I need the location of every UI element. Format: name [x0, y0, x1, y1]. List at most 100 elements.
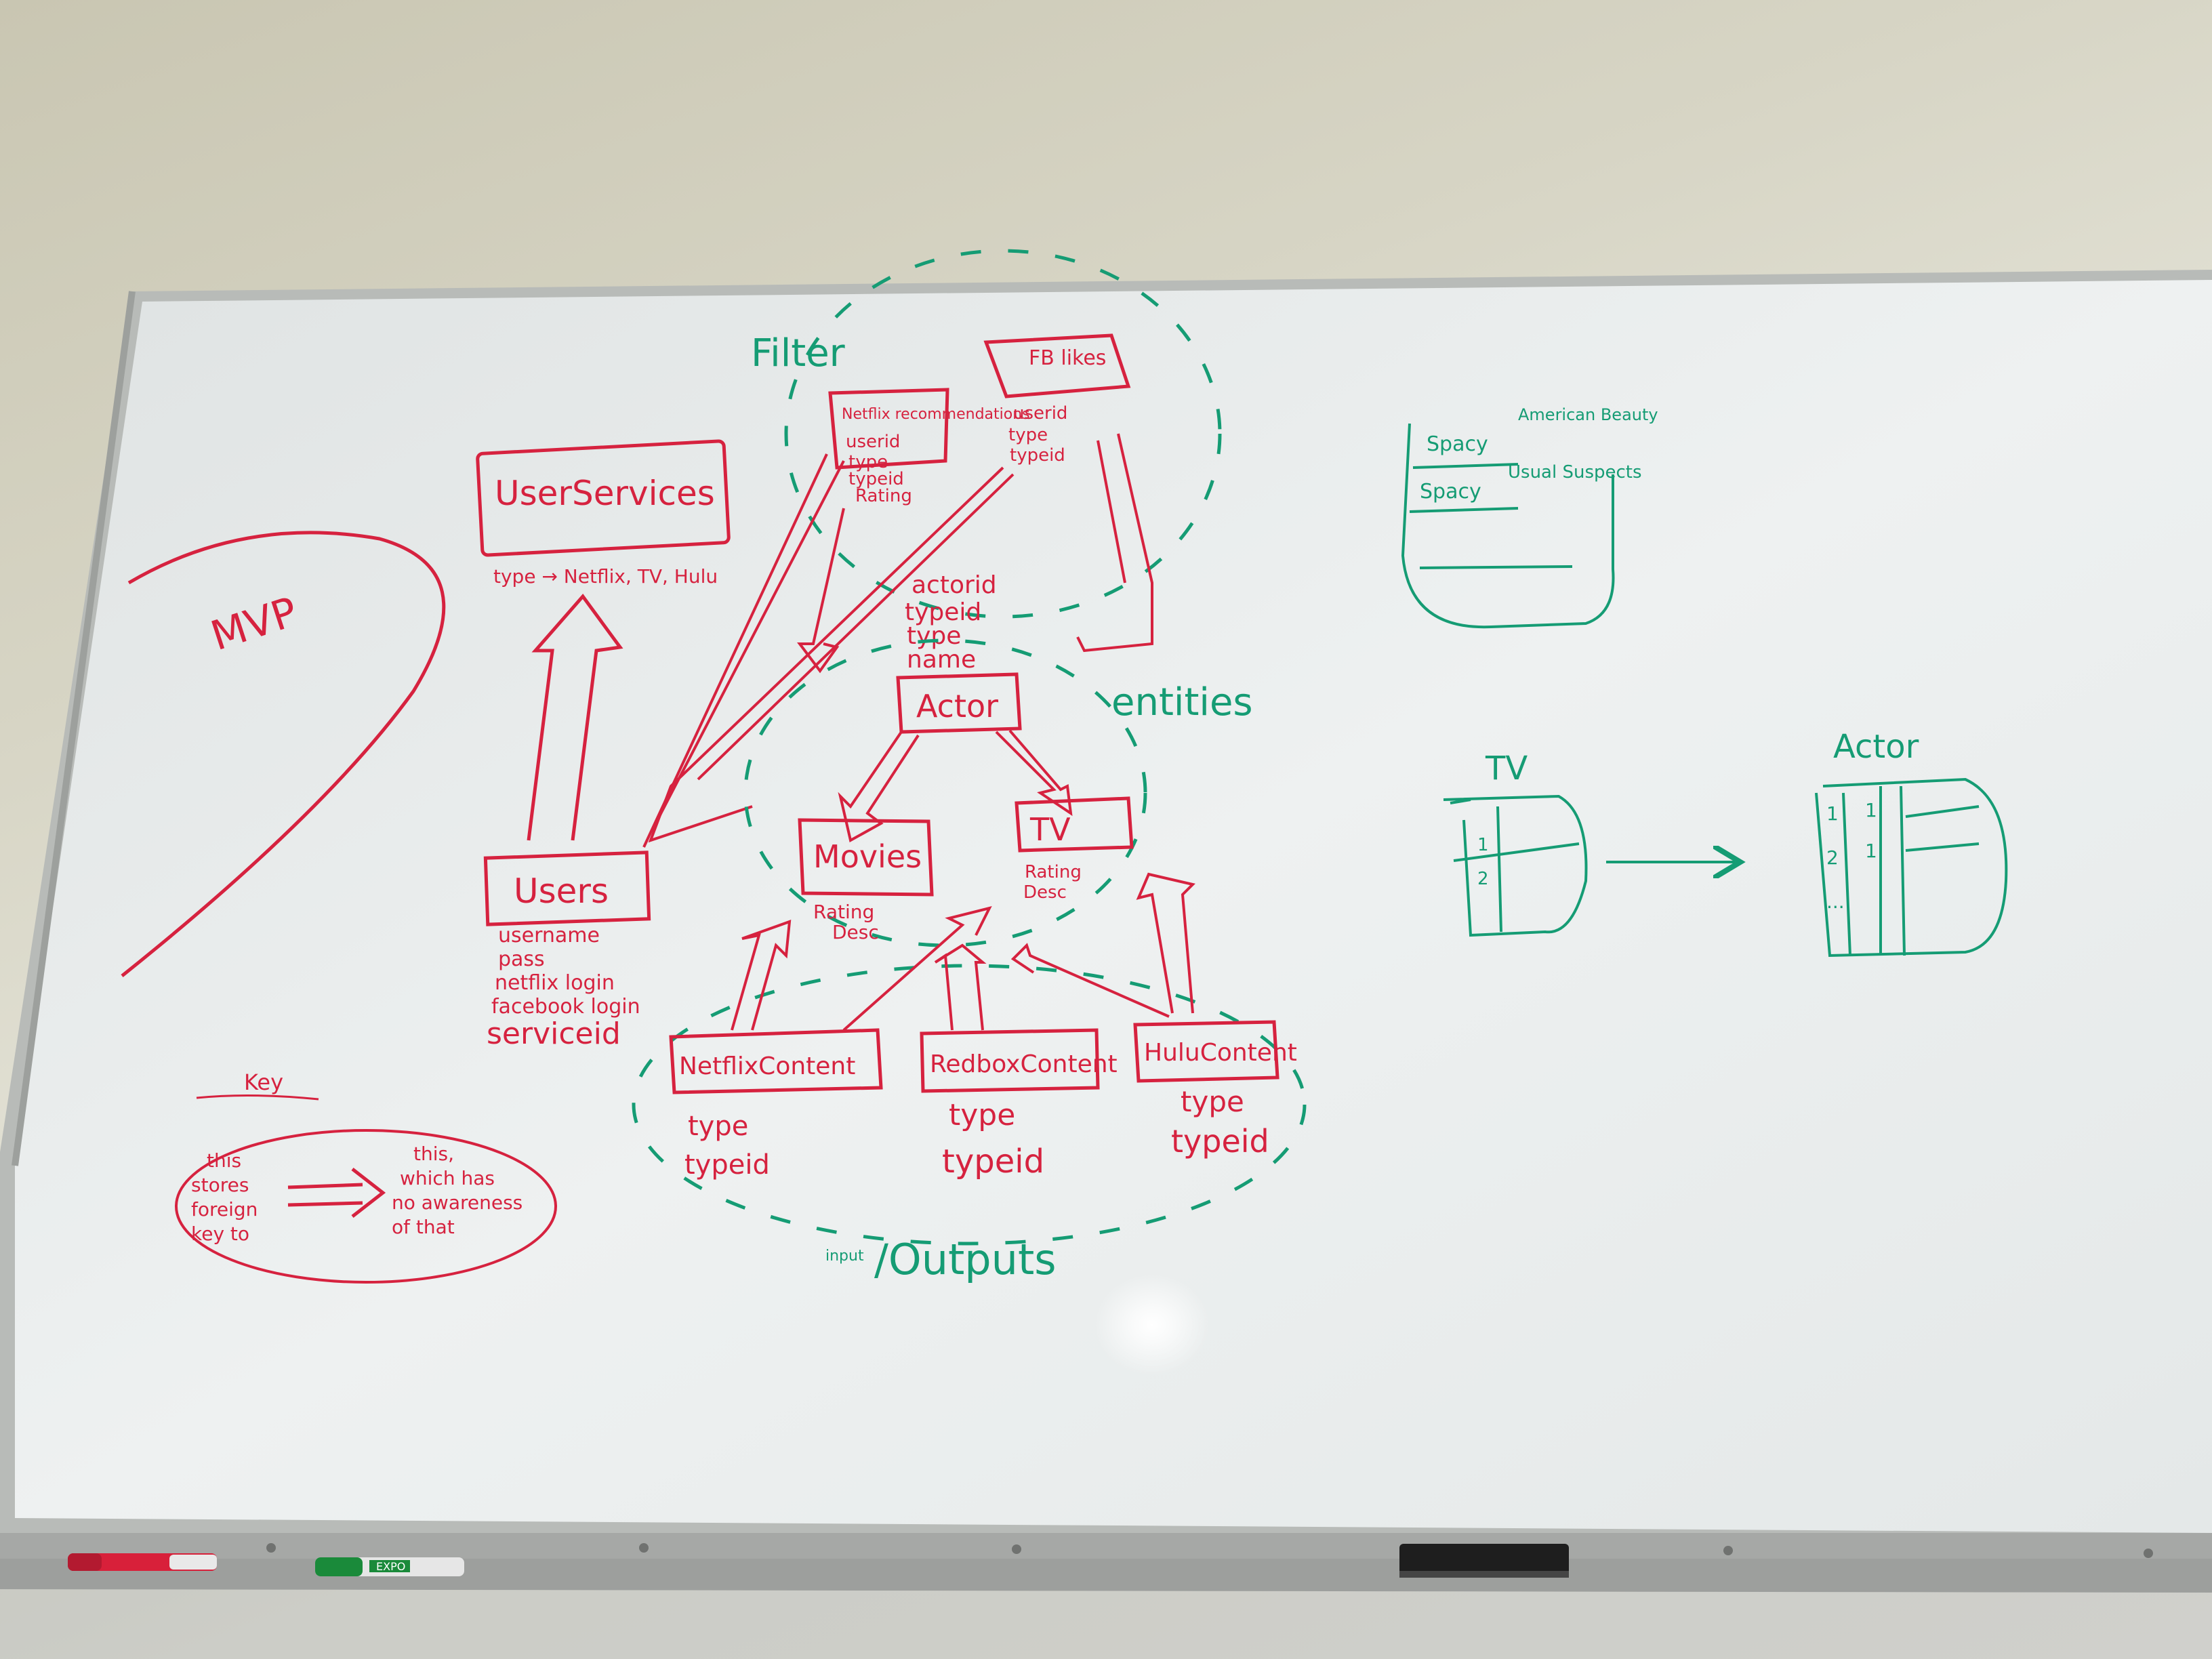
svg-text:userid: userid [846, 432, 900, 452]
svg-text:1: 1 [1477, 835, 1489, 855]
svg-text:typeid: typeid [942, 1143, 1044, 1181]
svg-text:type: type [907, 622, 961, 650]
svg-text:RedboxContent: RedboxContent [930, 1050, 1118, 1078]
svg-text:1: 1 [1865, 799, 1877, 821]
key-underline [196, 1094, 319, 1101]
svg-text:facebook login: facebook login [491, 995, 640, 1019]
users-fields: username pass netflix login facebook log… [487, 924, 640, 1051]
svg-text:type: type [848, 452, 888, 472]
fb-likes-fields: userid type typeid [1008, 403, 1067, 466]
redbox-content-box: RedboxContent [920, 1028, 1118, 1093]
svg-text:1: 1 [1826, 802, 1839, 825]
svg-text:HuluContent: HuluContent [1144, 1039, 1297, 1067]
svg-text:Movies: Movies [813, 838, 922, 875]
tv-table [1443, 794, 1588, 937]
tv-fields: Rating Desc [1023, 862, 1082, 903]
svg-text:of that: of that [392, 1216, 455, 1238]
svg-text:Rating: Rating [813, 901, 874, 923]
filter-to-actor-arrows [797, 433, 1153, 674]
users-to-userservices-arrow [527, 594, 623, 841]
io-label: /Outputs [874, 1235, 1057, 1284]
key-ellipse [175, 1129, 557, 1284]
svg-text:type: type [688, 1111, 748, 1142]
user-services-note: type → Netflix, TV, Hulu [493, 565, 718, 588]
svg-text:1: 1 [1865, 840, 1877, 862]
netflix-content-fields: type typeid [684, 1111, 770, 1181]
entities-group [743, 638, 1147, 947]
hulu-content-fields: type typeid [1171, 1085, 1269, 1160]
filter-to-users-arrows [642, 453, 1015, 848]
svg-text:Rating: Rating [1025, 862, 1082, 882]
netflix-rec-fields: userid type typeid Rating [846, 432, 912, 506]
movies-box: Movies [798, 818, 934, 897]
svg-text:...: ... [1826, 890, 1845, 913]
actor-table [1815, 777, 2008, 958]
svg-text:2: 2 [1826, 846, 1839, 869]
svg-text:TV: TV [1029, 811, 1071, 848]
svg-text:typeid: typeid [684, 1149, 770, 1181]
actor-table-ids: 1 2 ... 1 1 [1826, 799, 1877, 913]
hulu-content-box: HuluContent [1133, 1020, 1297, 1083]
svg-text:type: type [1008, 425, 1048, 445]
entities-label: entities [1111, 680, 1253, 724]
svg-text:type: type [1181, 1085, 1244, 1118]
eraser [1399, 1544, 1569, 1578]
svg-text:name: name [907, 646, 976, 674]
svg-text:Usual Suspects: Usual Suspects [1508, 462, 1642, 483]
svg-text:key to: key to [191, 1223, 249, 1245]
svg-text:typeid: typeid [1171, 1123, 1269, 1160]
key-left-text: this stores foreign key to [191, 1149, 258, 1245]
movies-fields: Rating Desc [813, 901, 879, 943]
svg-text:FB likes: FB likes [1029, 346, 1106, 370]
svg-text:this,: this, [413, 1143, 454, 1165]
redbox-content-fields: type typeid [942, 1098, 1044, 1181]
svg-text:foreign: foreign [191, 1198, 258, 1221]
svg-text:no awareness: no awareness [392, 1191, 523, 1214]
svg-text:Rating: Rating [855, 486, 912, 506]
svg-text:pass: pass [498, 947, 545, 971]
tv-table-ids: 1 2 [1477, 835, 1489, 889]
svg-text:stores: stores [191, 1174, 249, 1196]
svg-text:type: type [949, 1098, 1015, 1132]
spacy-table [1401, 423, 1615, 629]
svg-text:username: username [498, 924, 600, 947]
io-label-small: input [825, 1248, 864, 1265]
svg-text:Netflix recommendations: Netflix recommendations [842, 406, 1030, 423]
mvp-curve [121, 531, 446, 977]
actor-fields: actorid typeid type name [905, 571, 997, 674]
actor-to-children-arrows [838, 729, 1073, 843]
io-group [632, 964, 1307, 1246]
svg-text:Desc: Desc [832, 921, 879, 943]
svg-text:typeid: typeid [1010, 445, 1065, 466]
svg-text:NetflixContent: NetflixContent [679, 1052, 855, 1080]
key-title: Key [244, 1069, 283, 1095]
actor-table-title: Actor [1833, 728, 1919, 766]
actor-box: Actor [896, 672, 1022, 734]
svg-text:typeid: typeid [905, 598, 981, 626]
svg-text:typeid: typeid [848, 469, 904, 489]
key-right-text: this, which has no awareness of that [392, 1143, 523, 1238]
svg-text:actorid: actorid [912, 571, 997, 599]
users-title: Users [514, 872, 609, 911]
svg-text:netflix login: netflix login [495, 971, 615, 995]
svg-text:Actor: Actor [916, 688, 998, 724]
fb-likes-box: FB likes [983, 333, 1131, 398]
green-marker: EXPO [315, 1557, 464, 1576]
tv-box: TV [1015, 796, 1134, 853]
svg-text:American Beauty: American Beauty [1518, 405, 1658, 424]
marker-tray [0, 1533, 2212, 1659]
svg-text:Spacy: Spacy [1427, 432, 1488, 456]
red-marker [68, 1553, 217, 1571]
users-box: Users [483, 851, 651, 926]
user-services-title: UserServices [495, 474, 715, 513]
filter-label: Filter [751, 331, 846, 375]
svg-text:EXPO: EXPO [376, 1560, 405, 1573]
svg-text:userid: userid [1013, 403, 1067, 424]
tv-table-title: TV [1485, 750, 1528, 787]
key-arrow [287, 1168, 386, 1218]
content-to-entities-arrows [731, 872, 1195, 1031]
svg-text:2: 2 [1477, 869, 1489, 889]
light-glare [1094, 1274, 1210, 1376]
svg-text:Spacy: Spacy [1420, 480, 1481, 504]
